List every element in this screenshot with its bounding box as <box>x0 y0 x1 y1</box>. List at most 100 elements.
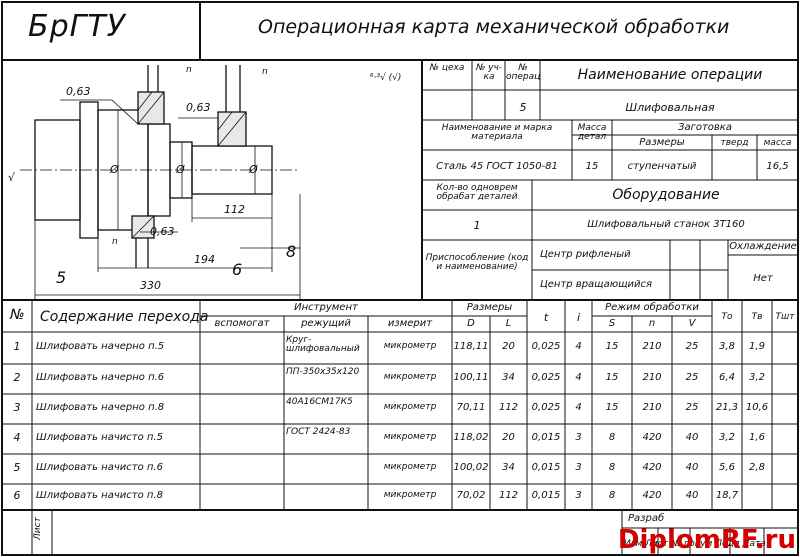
col-header: n <box>648 318 656 329</box>
stamp-labels: Изм Лист № докум Подп Дата <box>624 539 766 549</box>
cell-Tv: 2,8 <box>749 462 765 473</box>
cell-no: 1 <box>13 340 21 353</box>
qty-header: Кол-во одноврем обрабат деталей <box>436 183 518 202</box>
cell-n: 420 <box>642 490 662 501</box>
cell-text: Шлифовать начерно п.5 <box>36 341 165 352</box>
cell-S: 15 <box>605 372 619 383</box>
cell-text: Шлифовать начисто п.5 <box>36 432 163 443</box>
cell-izm: микрометр <box>383 341 437 351</box>
col-header-tool: Инструмент <box>294 302 358 313</box>
col-header: № операц <box>506 63 541 82</box>
cell-n: 210 <box>642 372 662 383</box>
cell-Tv: 3,2 <box>749 372 765 383</box>
cell-i: 3 <box>575 490 582 501</box>
dimension-label: 112 <box>224 203 245 216</box>
cell-no: 3 <box>13 401 21 414</box>
dimension-label: 8 <box>286 242 297 261</box>
cell-n: 210 <box>642 402 662 413</box>
cell-t: 0,025 <box>531 341 561 352</box>
cell-L: 34 <box>502 462 515 473</box>
cell-Tv: 1,6 <box>749 432 765 443</box>
col-header: измерит <box>387 318 433 329</box>
cell-rez: ГОСТ 2424-83 <box>286 427 351 437</box>
cell-V: 25 <box>685 341 699 352</box>
cell-n: 210 <box>642 341 662 352</box>
sheet-label: Лист <box>33 517 43 540</box>
cell-n: 420 <box>642 432 662 443</box>
cell-V: 40 <box>685 462 699 473</box>
cell-i: 4 <box>575 341 582 352</box>
cell-V: 40 <box>685 432 699 443</box>
cell-S: 15 <box>605 402 619 413</box>
cell-To: 3,8 <box>719 341 735 352</box>
cell-rez: ПП-350х35х120 <box>286 367 360 377</box>
cell-L: 20 <box>502 341 515 352</box>
cell-text: Шлифовать начерно п.6 <box>36 372 165 383</box>
cell-D: 100,11 <box>453 372 489 383</box>
cell-izm: микрометр <box>383 462 437 472</box>
org-logo-text: БрГТУ <box>28 9 126 44</box>
coolant-header: Охлаждение <box>729 241 797 252</box>
cell-t: 0,015 <box>531 432 561 443</box>
col-header: режущий <box>301 318 351 329</box>
col-header: № цеха <box>429 63 465 73</box>
cell-rez: Круг-шлифовальный <box>286 335 360 355</box>
cell-i: 3 <box>575 462 582 473</box>
cell-izm: микрометр <box>383 402 437 412</box>
fixture-item: Центр рифленый <box>540 249 631 260</box>
fixture-header: Приспособление (код и наименование) <box>425 253 529 272</box>
cell-Tv: 1,9 <box>749 341 765 352</box>
cell-text: Шлифовать начерно п.8 <box>36 402 165 413</box>
cell-To: 5,6 <box>719 462 735 473</box>
cell-no: 5 <box>13 461 21 474</box>
col-header: Размеры <box>466 302 513 313</box>
cell-L: 20 <box>502 432 515 443</box>
cell-i: 4 <box>575 402 582 413</box>
roughness-label: 0,63 <box>186 101 211 114</box>
cell-V: 25 <box>685 372 699 383</box>
dimension-label: 194 <box>194 253 215 266</box>
page-title: Операционная карта механической обработк… <box>258 16 730 38</box>
cell-izm: микрометр <box>383 490 437 500</box>
cell-D: 70,11 <box>456 402 486 413</box>
cell-L: 112 <box>498 402 519 413</box>
fixture-item: Центр вращающийся <box>540 279 653 290</box>
cell-no: 2 <box>13 371 21 384</box>
equipment-value: Шлифовальный станок 3Т160 <box>587 219 745 230</box>
cell-izm: микрометр <box>383 432 437 442</box>
col-header: Tо <box>721 312 733 322</box>
diameter-label: Ø <box>176 163 185 176</box>
col-header: D <box>467 318 475 329</box>
dimension-label: 330 <box>140 279 161 292</box>
cell-D: 100,02 <box>453 462 489 473</box>
cell-To: 6,4 <box>719 372 735 383</box>
col-header-no: № <box>10 307 25 323</box>
cell-text: Шлифовать начисто п.6 <box>36 462 163 473</box>
cell-V: 40 <box>685 490 699 501</box>
cell-To: 18,7 <box>715 490 739 501</box>
cell-t: 0,025 <box>531 372 561 383</box>
cell-L: 34 <box>502 372 515 383</box>
roughness-label: 0,63 <box>150 225 175 238</box>
col-header: S <box>608 318 616 329</box>
col-header: № уч-ка <box>475 63 503 82</box>
material-value: Сталь 45 ГОСТ 1050-81 <box>436 161 558 172</box>
cell-t: 0,025 <box>531 402 561 413</box>
cell-i: 3 <box>575 432 582 443</box>
cell-L: 112 <box>498 490 519 501</box>
cell-t: 0,015 <box>531 490 561 501</box>
cell-To: 3,2 <box>719 432 735 443</box>
developer-label: Разраб <box>628 513 665 524</box>
cell-To: 21,3 <box>715 402 739 413</box>
cell-izm: микрометр <box>383 372 437 382</box>
cell-rez: 40А16СМ17К5 <box>286 397 353 407</box>
operation-number: 5 <box>519 101 527 114</box>
col-header: тверд <box>720 138 749 148</box>
cell-V: 25 <box>685 402 699 413</box>
roughness-mark: ⁶·³√ (√) <box>370 73 402 83</box>
col-header: Tшт <box>775 312 795 322</box>
cell-Tv: 10,6 <box>745 402 769 413</box>
blank-size-value: ступенчатый <box>627 161 697 172</box>
operation-name-header: Наименование операции <box>577 67 763 83</box>
col-header: масса <box>763 138 792 148</box>
